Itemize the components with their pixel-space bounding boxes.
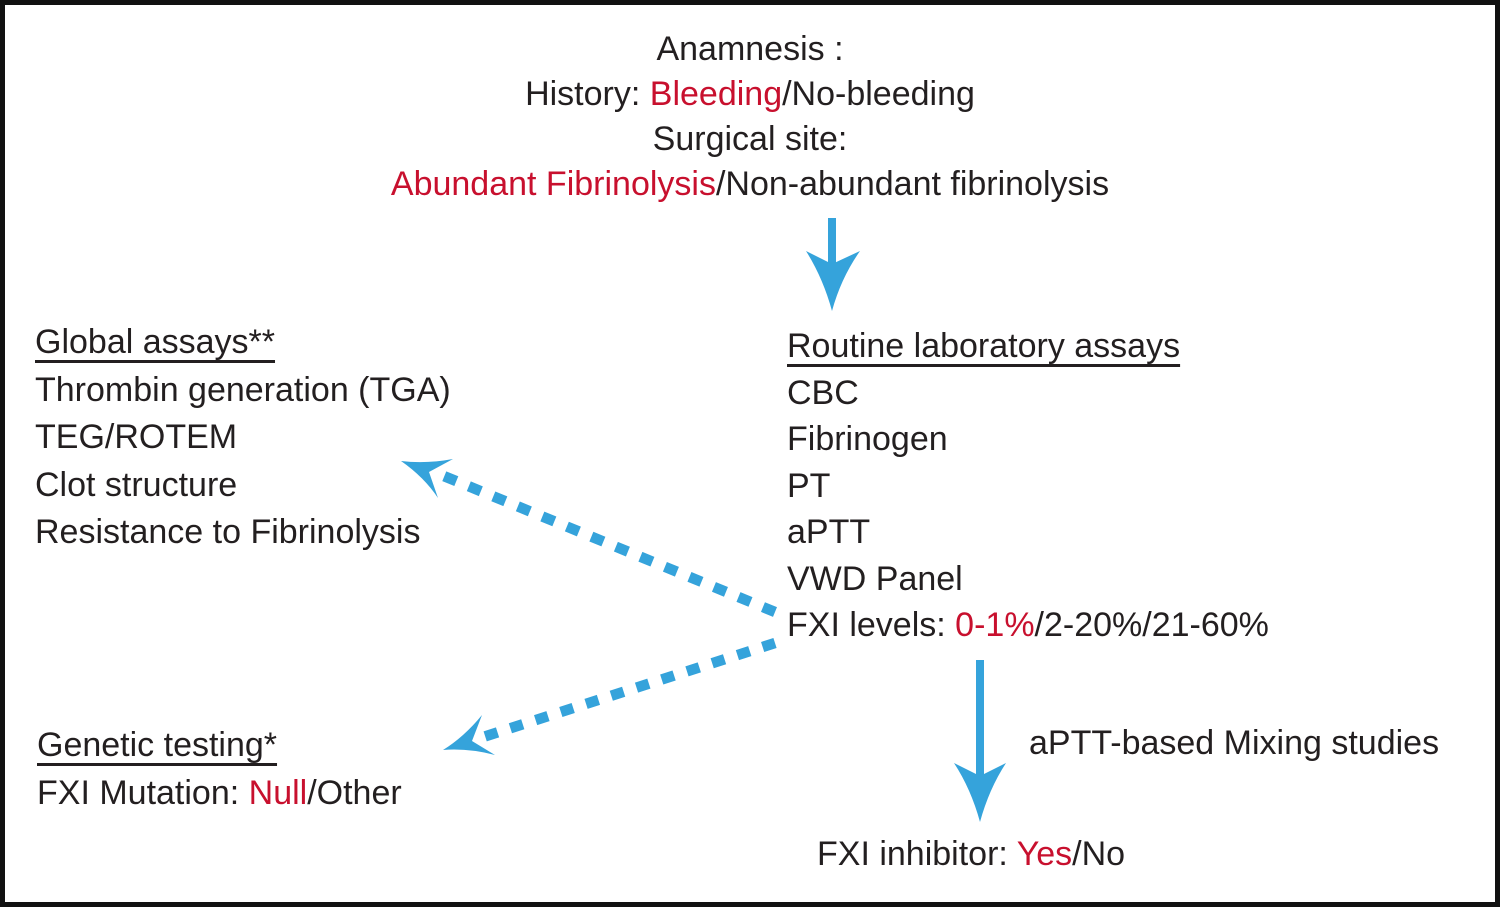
list-item: PT: [787, 466, 831, 505]
history-bleeding-value: Bleeding: [649, 75, 783, 113]
fxi-mutation-line: FXI Mutation: Null/Other: [37, 769, 402, 817]
fxi-inhibitor-no-value: /No: [1072, 835, 1126, 873]
fibrinolysis-line: Abundant Fibrinolysis/Non-abundant fibri…: [5, 162, 1495, 207]
genetic-testing-block: Genetic testing* FXI Mutation: Null/Othe…: [37, 721, 402, 817]
down-arrow-head-icon: [806, 251, 860, 311]
dashed-up-left-arrowhead-icon: [401, 459, 453, 498]
non-abundant-fibrinolysis-value: /Non-abundant fibrinolysis: [715, 165, 1110, 203]
anamnesis-block: Anamnesis : History: Bleeding/No-bleedin…: [5, 27, 1495, 207]
routine-assays-heading: Routine laboratory assays: [787, 327, 1181, 365]
surgical-site-label: Surgical site:: [652, 120, 848, 158]
fxi-levels-line: FXI levels: 0-1%/2-20%/21-60%: [787, 602, 1269, 649]
fxi-mutation-null-value: Null: [248, 774, 308, 812]
fxi-inhibitor-yes-value: Yes: [1016, 835, 1073, 873]
fxi-inhibitor-label: FXI inhibitor:: [817, 835, 1017, 873]
global-assays-block: Global assays** Thrombin generation (TGA…: [35, 319, 451, 557]
dashed-down-left-arrowhead-icon: [443, 715, 495, 755]
dashed-down-left-arrow-icon: [475, 638, 777, 744]
fxi-mutation-label: FXI Mutation:: [37, 774, 249, 812]
fxi-levels-label: FXI levels:: [787, 606, 956, 644]
global-assays-heading: Global assays**: [35, 323, 276, 361]
fxi-levels-low-value: 0-1%: [955, 606, 1035, 644]
routine-assays-block: Routine laboratory assays CBC Fibrinogen…: [787, 323, 1269, 649]
mixing-studies-label: aPTT-based Mixing studies: [1029, 724, 1440, 762]
list-item: CBC: [787, 373, 859, 412]
anamnesis-title: Anamnesis :: [656, 30, 844, 68]
list-item: Clot structure: [35, 465, 238, 504]
abundant-fibrinolysis-value: Abundant Fibrinolysis: [390, 165, 716, 203]
history-line: History: Bleeding/No-bleeding: [5, 72, 1495, 117]
list-item: aPTT: [787, 513, 871, 551]
list-item: Fibrinogen: [787, 420, 948, 458]
list-item: VWD Panel: [787, 559, 963, 598]
list-item: TEG/ROTEM: [35, 418, 238, 456]
list-item: Resistance to Fibrinolysis: [35, 513, 421, 551]
list-item: Thrombin generation (TGA): [35, 370, 451, 409]
fxi-levels-other-values: /2-20%/21-60%: [1034, 606, 1269, 644]
history-no-bleeding-value: /No-bleeding: [782, 75, 975, 113]
fxi-inhibitor-line: FXI inhibitor: Yes/No: [817, 832, 1125, 877]
dashed-up-left-arrow-icon: [432, 467, 777, 617]
arrow-layer: [401, 218, 1006, 822]
fxi-mutation-other-value: /Other: [307, 774, 402, 812]
history-label: History:: [525, 75, 650, 113]
mixing-down-arrow-head-icon: [954, 763, 1006, 822]
genetic-testing-heading: Genetic testing*: [37, 726, 278, 764]
